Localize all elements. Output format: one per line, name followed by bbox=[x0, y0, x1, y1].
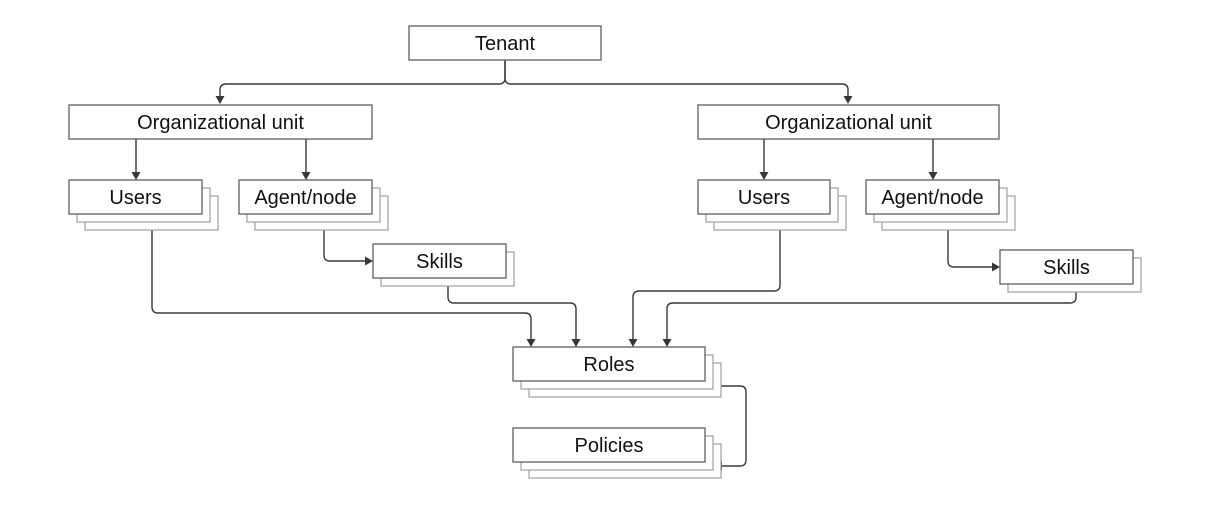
edge-skills-left-to-roles-line bbox=[447, 286, 577, 339]
node-users-right-label: Users bbox=[738, 187, 790, 209]
node-org-unit-right-label: Organizational unit bbox=[765, 112, 932, 134]
node-users-left-label: Users bbox=[109, 187, 161, 209]
edge-org-left-to-users-left bbox=[131, 139, 141, 180]
node-agent-node-left: Agent/node bbox=[238, 179, 389, 231]
node-policies-label: Policies bbox=[575, 435, 644, 457]
arrowhead-icon bbox=[215, 96, 225, 104]
node-policies-box bbox=[512, 427, 706, 463]
node-agent-node-left-label: Agent/node bbox=[254, 187, 356, 209]
arrowhead-icon bbox=[759, 172, 769, 180]
node-users-left-box bbox=[68, 179, 203, 215]
node-skills-left: Skills bbox=[372, 243, 515, 287]
edge-org-right-to-agent-right bbox=[928, 139, 938, 180]
edge-tenant-to-org-left-line bbox=[219, 60, 506, 96]
edge-agent-right-to-skills-right-line bbox=[947, 230, 992, 268]
node-skills-right-box bbox=[999, 249, 1134, 285]
edge-skills-right-to-roles bbox=[662, 292, 1077, 347]
node-agent-node-right-label: Agent/node bbox=[881, 187, 983, 209]
edge-agent-right-to-skills-right bbox=[947, 230, 1000, 272]
arrowhead-icon bbox=[662, 339, 672, 347]
node-skills-left-label: Skills bbox=[416, 251, 463, 273]
node-org-unit-left: Organizational unit bbox=[68, 104, 373, 140]
node-tenant-box bbox=[408, 25, 602, 61]
edge-org-left-to-agent-left bbox=[301, 139, 311, 180]
node-skills-left-box bbox=[372, 243, 507, 279]
node-agent-node-left-box bbox=[238, 179, 373, 215]
node-tenant-label: Tenant bbox=[475, 33, 535, 55]
edge-users-right-to-roles bbox=[628, 230, 781, 347]
edge-skills-right-to-roles-line bbox=[666, 292, 1077, 339]
node-skills-right-label: Skills bbox=[1043, 257, 1090, 279]
node-agent-node-right: Agent/node bbox=[865, 179, 1016, 231]
node-roles-box bbox=[512, 346, 706, 382]
edge-tenant-to-org-right bbox=[504, 60, 853, 104]
edge-users-left-to-roles bbox=[151, 230, 536, 347]
node-org-unit-left-box bbox=[68, 104, 373, 140]
arrowhead-icon bbox=[301, 172, 311, 180]
arrowhead-icon bbox=[131, 172, 141, 180]
edge-users-left-to-roles-line bbox=[151, 230, 532, 339]
node-roles: Roles bbox=[512, 346, 722, 398]
edge-tenant-to-org-right-line bbox=[504, 60, 849, 96]
node-tenant: Tenant bbox=[408, 25, 602, 61]
node-users-left: Users bbox=[68, 179, 219, 231]
arrowhead-icon bbox=[843, 96, 853, 104]
node-roles-label: Roles bbox=[583, 354, 634, 376]
edge-skills-left-to-roles bbox=[447, 286, 581, 347]
edge-roles-to-policies-line bbox=[721, 385, 747, 467]
node-policies: Policies bbox=[512, 427, 722, 479]
arrowhead-icon bbox=[571, 339, 581, 347]
node-agent-node-right-box bbox=[865, 179, 1000, 215]
arrowhead-icon bbox=[365, 256, 373, 266]
edge-tenant-to-org-left bbox=[215, 60, 506, 104]
node-users-right: Users bbox=[697, 179, 847, 231]
node-org-unit-right-box bbox=[697, 104, 1000, 140]
arrowhead-icon bbox=[992, 262, 1000, 272]
node-org-unit-right: Organizational unit bbox=[697, 104, 1000, 140]
node-org-unit-left-label: Organizational unit bbox=[137, 112, 304, 134]
arrowhead-icon bbox=[526, 339, 536, 347]
edge-agent-left-to-skills-left bbox=[323, 230, 373, 266]
arrowhead-icon bbox=[628, 339, 638, 347]
node-users-right-box bbox=[697, 179, 831, 215]
edge-users-right-to-roles-line bbox=[632, 230, 781, 339]
node-skills-right: Skills bbox=[999, 249, 1142, 293]
edge-org-right-to-users-right bbox=[759, 139, 769, 180]
edge-agent-left-to-skills-left-line bbox=[323, 230, 365, 262]
arrowhead-icon bbox=[928, 172, 938, 180]
